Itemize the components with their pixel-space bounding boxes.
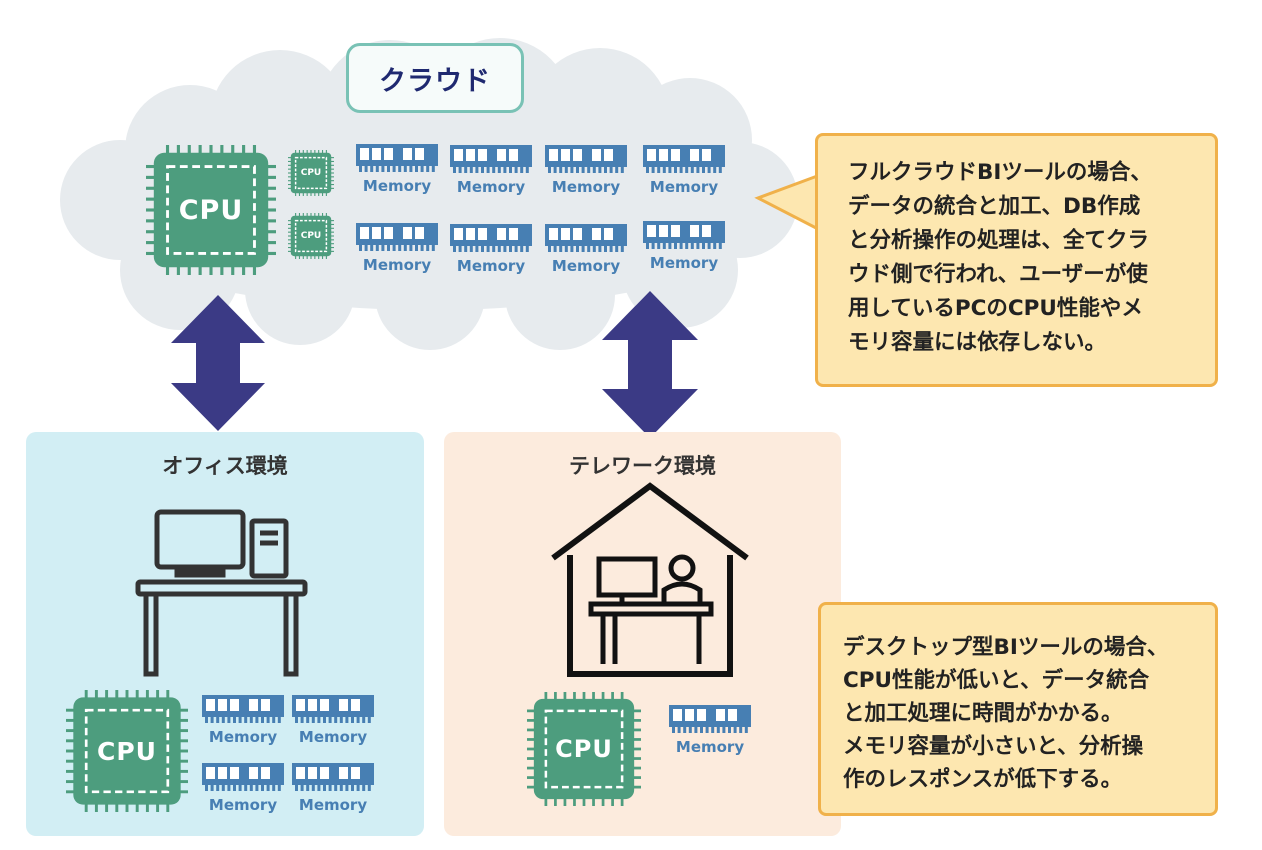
callout-cloud-line-4: ウド側で行われ、ユーザーが使 xyxy=(848,262,1148,287)
memory-module-icon xyxy=(356,144,438,172)
office-memory-label-3: Memory xyxy=(208,796,278,814)
office-memory-label-1: Memory xyxy=(208,728,278,746)
cloud-memory-label-8: Memory xyxy=(649,254,719,272)
cpu-chip-icon xyxy=(288,213,334,259)
callout-cloud-line-3: と分析操作の処理は、全てクラ xyxy=(848,228,1150,253)
callout-cloud-line-5: 用しているPCのCPU性能やメ xyxy=(848,296,1143,321)
cloud-memory-1: Memory xyxy=(354,142,440,195)
callout-cloud-line-2: データの統合と加工、DB作成 xyxy=(848,194,1141,219)
cpu-chip-icon xyxy=(146,145,276,275)
memory-module-icon xyxy=(545,224,627,252)
cpu-chip-icon xyxy=(66,690,188,812)
cloud-memory-2: Memory xyxy=(448,143,534,196)
callout-desktop-line-4: メモリ容量が小さいと、分析操 xyxy=(843,734,1144,759)
office-memory-4: Memory xyxy=(290,761,376,814)
cloud-memory-4: Memory xyxy=(641,143,727,196)
memory-module-icon xyxy=(450,145,532,173)
callout-cloud: フルクラウドBIツールの場合、 データの統合と加工、DB作成 と分析操作の処理は… xyxy=(815,133,1218,387)
office-memory-label-4: Memory xyxy=(298,796,368,814)
cpu-chip-icon xyxy=(527,692,641,806)
cloud-memory-label-2: Memory xyxy=(456,178,526,196)
cloud-memory-6: Memory xyxy=(448,222,534,275)
home-office-icon xyxy=(551,482,749,677)
memory-module-icon xyxy=(202,695,284,723)
telework-cpu-label: CPU xyxy=(555,735,613,763)
callout-desktop-line-2: CPU性能が低いと、データ統合 xyxy=(843,668,1150,693)
cloud-memory-3: Memory xyxy=(543,143,629,196)
office-memory-2: Memory xyxy=(290,693,376,746)
cloud-memory-label-7: Memory xyxy=(551,257,621,275)
memory-module-icon xyxy=(643,145,725,173)
telework-memory-label-1: Memory xyxy=(675,738,745,756)
cloud-small-cpu-label-2: CPU xyxy=(300,231,322,241)
office-desk-icon xyxy=(135,509,308,677)
cloud-small-cpu-chip-2: CPU xyxy=(288,213,334,259)
office-memory-3: Memory xyxy=(200,761,286,814)
cloud-small-cpu-chip-1: CPU xyxy=(288,150,334,196)
telework-title: テレワーク環境 xyxy=(569,454,716,478)
office-memory-label-2: Memory xyxy=(298,728,368,746)
double-arrow-office xyxy=(171,295,265,431)
office-title: オフィス環境 xyxy=(162,454,288,478)
memory-module-icon xyxy=(450,224,532,252)
cloud-cpu-label: CPU xyxy=(178,194,244,226)
telework-cpu-chip: CPU xyxy=(527,692,641,806)
cloud-title: クラウド xyxy=(346,43,524,113)
cloud-memory-5: Memory xyxy=(354,221,440,274)
callout-cloud-line-6: モリ容量には依存しない。 xyxy=(848,330,1107,355)
office-cpu-chip: CPU xyxy=(66,690,188,812)
cloud-memory-label-6: Memory xyxy=(456,257,526,275)
callout-desktop-line-1: デスクトップ型BIツールの場合、 xyxy=(843,635,1169,660)
telework-memory-1: Memory xyxy=(667,703,753,756)
memory-module-icon xyxy=(643,221,725,249)
memory-module-icon xyxy=(356,223,438,251)
callout-cloud-line-1: フルクラウドBIツールの場合、 xyxy=(848,160,1152,185)
memory-module-icon xyxy=(202,763,284,791)
callout-desktop: デスクトップ型BIツールの場合、 CPU性能が低いと、データ統合 と加工処理に時… xyxy=(818,602,1218,816)
cloud-memory-label-3: Memory xyxy=(551,178,621,196)
memory-module-icon xyxy=(292,763,374,791)
memory-module-icon xyxy=(292,695,374,723)
cloud-memory-7: Memory xyxy=(543,222,629,275)
double-arrow-telework xyxy=(602,291,698,438)
callout-desktop-line-5: 作のレスポンスが低下する。 xyxy=(843,767,1123,792)
cloud-small-cpu-label-1: CPU xyxy=(300,168,322,178)
cloud-memory-8: Memory xyxy=(641,219,727,272)
callout-desktop-line-3: と加工処理に時間がかかる。 xyxy=(843,701,1123,726)
memory-module-icon xyxy=(545,145,627,173)
cloud-memory-label-5: Memory xyxy=(362,256,432,274)
cloud-cpu-chip: CPU xyxy=(146,145,276,275)
memory-module-icon xyxy=(669,705,751,733)
cloud-memory-label-1: Memory xyxy=(362,177,432,195)
office-cpu-label: CPU xyxy=(97,736,157,766)
office-memory-1: Memory xyxy=(200,693,286,746)
cloud-memory-label-4: Memory xyxy=(649,178,719,196)
cpu-chip-icon xyxy=(288,150,334,196)
